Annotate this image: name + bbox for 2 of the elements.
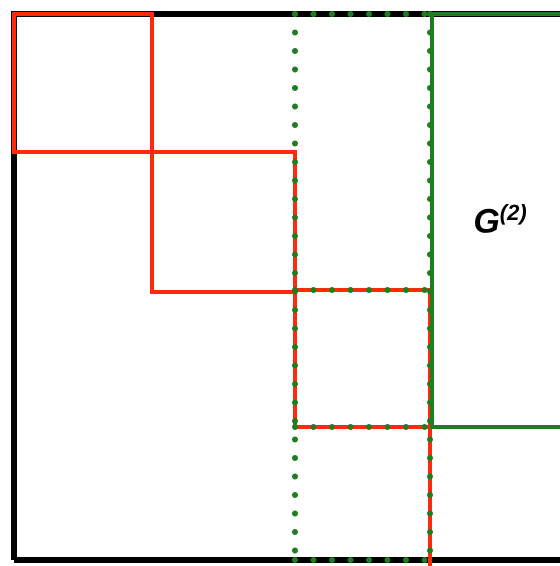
block-label: G$^{(2)}$ (473, 200, 527, 242)
matrix-block (430, 12, 560, 429)
